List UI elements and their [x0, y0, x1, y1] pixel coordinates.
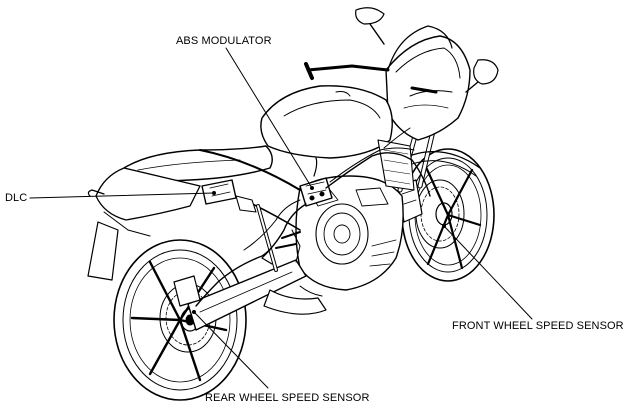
- engine-block: [295, 139, 415, 291]
- front-sensor-leader: [443, 225, 533, 320]
- abs-wiring-harness: [195, 127, 431, 307]
- front-fairing: [304, 7, 499, 141]
- dlc-connector: [201, 179, 257, 213]
- rear-wheel: [113, 239, 247, 401]
- exhaust: [263, 285, 327, 315]
- rear-wheel-speed-sensor-label: REAR WHEEL SPEED SENSOR: [205, 392, 370, 404]
- fuel-tank: [260, 85, 393, 159]
- frame-and-swingarm: [173, 149, 307, 331]
- abs-modulator-label: ABS MODULATOR: [176, 35, 272, 47]
- abs-modulator-leader: [225, 47, 313, 189]
- dlc-label: DLC: [5, 192, 28, 204]
- abs-modulator-unit: [299, 177, 333, 207]
- dlc-leader: [29, 192, 215, 199]
- seat-and-tail: [87, 145, 273, 281]
- leader-lines: [29, 47, 533, 389]
- rear-sensor-leader: [193, 311, 269, 389]
- front-wheel-speed-sensor-label: FRONT WHEEL SPEED SENSOR: [452, 320, 624, 332]
